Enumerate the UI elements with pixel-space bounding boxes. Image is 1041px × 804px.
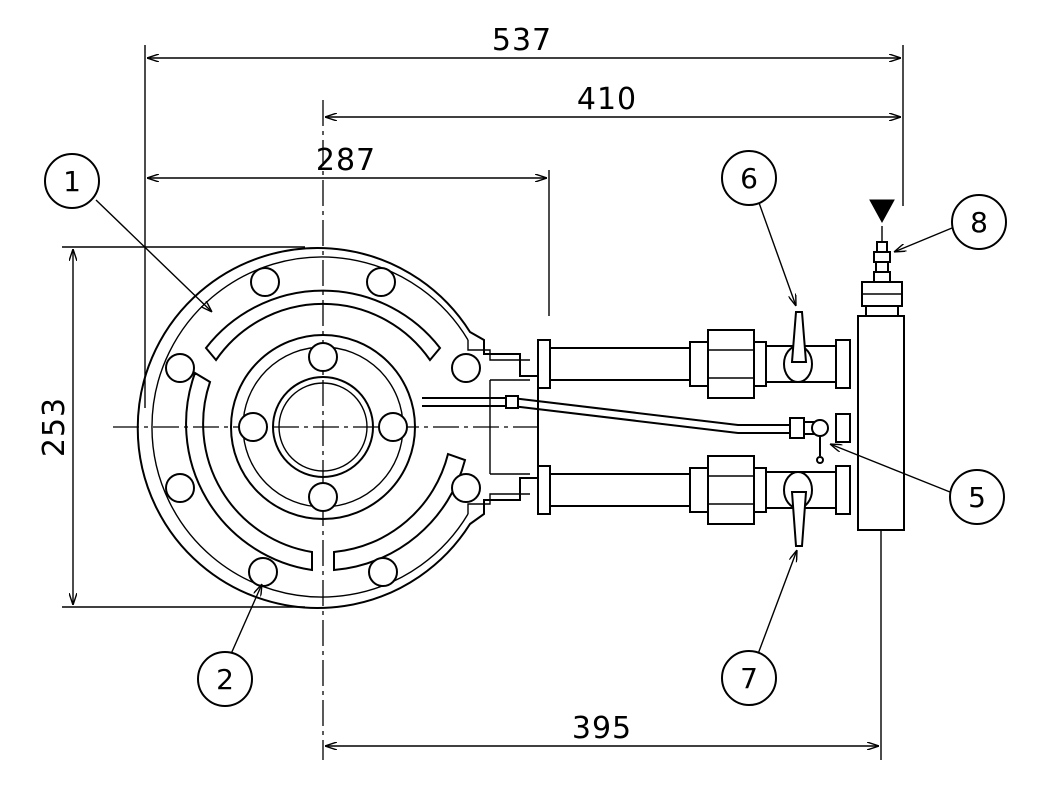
callout-8: 8 bbox=[894, 194, 1007, 252]
callout-1: 1 bbox=[44, 153, 212, 312]
callout-7-label: 7 bbox=[740, 662, 758, 695]
dimension-287: 287 bbox=[147, 143, 547, 178]
lower-pipe-assembly bbox=[537, 455, 851, 547]
callout-7: 7 bbox=[721, 550, 797, 706]
callout-8-label: 8 bbox=[970, 206, 988, 239]
dimension-537: 537 bbox=[147, 23, 901, 58]
dim-253-label: 253 bbox=[37, 397, 72, 457]
center-lines bbox=[113, 100, 538, 760]
burner-body bbox=[136, 247, 539, 609]
callout-6-label: 6 bbox=[740, 162, 758, 195]
filled-triangle-down-icon bbox=[869, 199, 895, 224]
upper-pipe-assembly bbox=[537, 311, 851, 399]
callout-2: 2 bbox=[197, 584, 262, 707]
pilot-tube-assembly bbox=[422, 395, 851, 464]
dimension-253: 253 bbox=[37, 249, 73, 605]
callout-2-label: 2 bbox=[216, 663, 234, 696]
callout-6: 6 bbox=[721, 150, 796, 306]
dimension-410: 410 bbox=[325, 82, 901, 117]
callout-5-label: 5 bbox=[968, 481, 986, 514]
dimension-395: 395 bbox=[325, 711, 879, 746]
manifold-block bbox=[857, 226, 905, 531]
dim-395-label: 395 bbox=[572, 711, 632, 746]
dim-287-label: 287 bbox=[316, 143, 376, 178]
dim-537-label: 537 bbox=[492, 23, 552, 58]
callout-5: 5 bbox=[830, 444, 1005, 525]
extension-lines bbox=[62, 45, 904, 760]
dim-410-label: 410 bbox=[577, 82, 637, 117]
callout-1-label: 1 bbox=[63, 165, 81, 198]
